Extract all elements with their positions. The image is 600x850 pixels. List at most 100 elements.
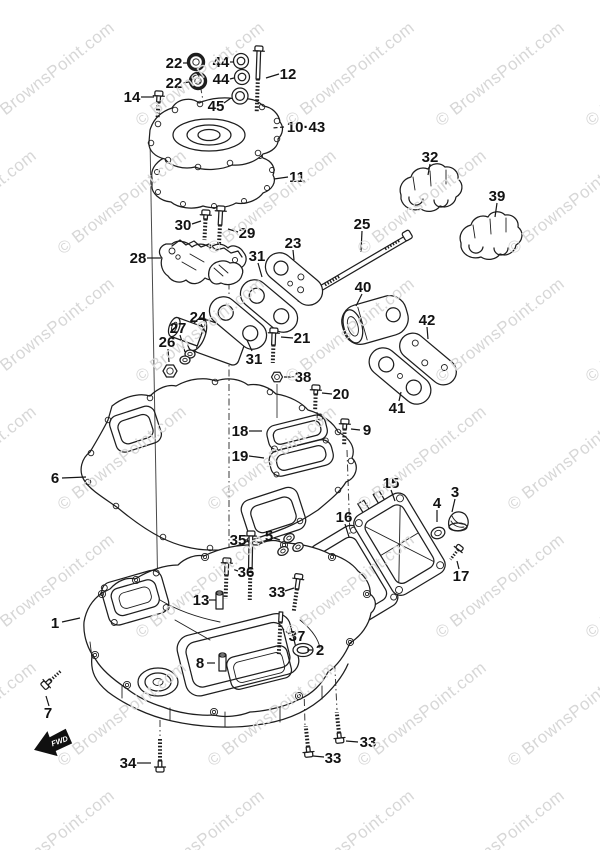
callout-leader-line (182, 81, 190, 84)
callout-label-25: 25 (354, 216, 371, 233)
part-26-nut (162, 364, 178, 378)
callout-label-16: 16 (336, 509, 353, 526)
callout-leader-line (282, 628, 290, 635)
callout-leader-line (284, 587, 295, 592)
part-5-oring (277, 532, 304, 557)
part-35-bolt (244, 530, 258, 601)
callout-leader-line (451, 498, 456, 513)
part-37-stud (276, 611, 284, 656)
callout-leader-line (231, 568, 239, 572)
part-29-bolt (214, 205, 227, 254)
callout-label-36: 36 (238, 564, 255, 581)
callout-label-7: 7 (44, 705, 52, 722)
callout-leader-line (191, 220, 202, 225)
callout-label-8: 8 (196, 655, 204, 672)
callout-label-26: 26 (159, 334, 176, 351)
callout-leader-line (223, 97, 232, 104)
part-1-engine-holder (83, 539, 376, 728)
callout-leader-line (344, 523, 350, 538)
part-3-cap (447, 511, 469, 532)
callout-leader-line (355, 293, 363, 307)
callout-leader-line (390, 489, 396, 502)
callout-leader-line (273, 537, 281, 541)
callout-leader-line (456, 560, 460, 570)
callout-leader-line (179, 334, 186, 353)
part-34-bolt (153, 738, 167, 773)
part-21-bolt (267, 327, 280, 364)
part-33-bolt (302, 725, 315, 758)
callout-label-42: 42 (419, 312, 436, 329)
part-8-dowel (218, 652, 227, 672)
part-22-seal (188, 71, 208, 91)
callout-leader-line (167, 348, 170, 363)
callout-leader-line (45, 695, 50, 707)
callout-label-21: 21 (294, 330, 311, 347)
callout-leader-line (345, 740, 359, 743)
part-23-plate (264, 252, 324, 306)
part-7-bolt (40, 669, 63, 690)
part-9-bolt (338, 418, 351, 447)
callout-leader-line (227, 228, 239, 233)
part-42-plate (399, 332, 457, 386)
callout-label-31: 31 (246, 351, 263, 368)
callout-leader-line (350, 428, 361, 431)
callout-leader-line (312, 755, 325, 758)
callout-label-6: 6 (51, 470, 59, 487)
part-20-bolt (309, 384, 322, 412)
part-13-dowel (215, 590, 224, 610)
callout-leader-line (229, 77, 235, 80)
callout-label-33: 33 (269, 584, 286, 601)
callout-leader-line (292, 249, 295, 261)
callout-leader-line (200, 323, 207, 334)
callout-leader-line (61, 476, 87, 479)
callout-leader-line (265, 73, 280, 79)
callout-label-28: 28 (130, 250, 147, 267)
part-15-bracket (353, 490, 446, 596)
callout-label-1: 1 (51, 615, 59, 632)
callout-label-14: 14 (124, 89, 141, 106)
callout-label-30: 30 (175, 217, 192, 234)
callout-leader-line (321, 392, 333, 395)
callout-label-19: 19 (232, 448, 249, 465)
callout-label-17: 17 (453, 568, 470, 585)
callout-label-31: 31 (249, 248, 266, 265)
callout-label-39: 39 (489, 188, 506, 205)
part-10-43-cover (147, 96, 284, 171)
part-44-washer (233, 68, 251, 86)
callout-label-9: 9 (363, 422, 371, 439)
callout-label-35: 35 (230, 532, 247, 549)
callout-label-4: 4 (433, 495, 442, 512)
part-44-washer (232, 52, 250, 70)
part-38-nut (270, 371, 284, 383)
callout-label-22: 22 (166, 55, 183, 72)
callout-label-33: 33 (360, 734, 377, 751)
part-45-washer (231, 87, 249, 105)
callout-leader-line (494, 202, 498, 218)
callout-label-32: 32 (422, 149, 439, 166)
callout-label-10·43: 10·43 (287, 119, 325, 136)
callout-label-12: 12 (280, 66, 297, 83)
part-32-clamp (399, 163, 463, 213)
callout-label-22: 22 (166, 75, 183, 92)
callout-leader-line (257, 262, 263, 278)
callout-label-37: 37 (289, 628, 306, 645)
part-19-gasket (268, 437, 334, 478)
part-31-plate (208, 296, 268, 350)
callout-label-38: 38 (295, 369, 312, 386)
callout-label-24: 24 (190, 309, 207, 326)
fwd-marker: FWD (34, 728, 73, 757)
part-22-seal (186, 52, 206, 72)
part-40-mount (341, 295, 409, 345)
part-6-gasket (80, 378, 357, 552)
callout-label-23: 23 (285, 235, 302, 252)
callout-label-45: 45 (208, 98, 225, 115)
callout-label-27: 27 (170, 320, 187, 337)
callout-label-29: 29 (239, 225, 256, 242)
part-14-bolt (152, 90, 165, 120)
callout-label-5: 5 (265, 528, 273, 545)
callout-label-44: 44 (213, 71, 230, 88)
part-33-bolt (333, 711, 346, 744)
callout-label-18: 18 (232, 423, 249, 440)
